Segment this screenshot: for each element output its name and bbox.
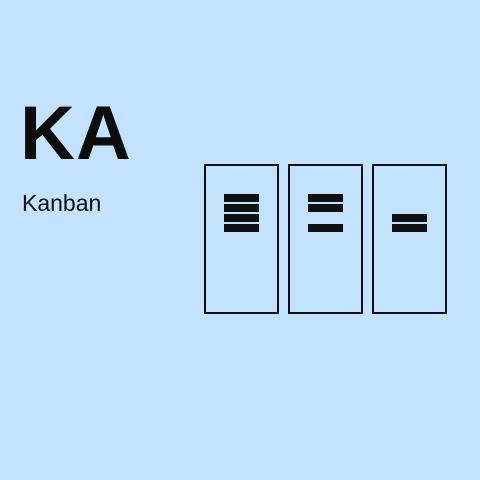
kanban-card (224, 194, 259, 202)
card-stack (290, 194, 361, 312)
kanban-card (392, 214, 427, 222)
kanban-column (372, 164, 447, 314)
kanban-card (308, 224, 343, 232)
kanban-card (308, 204, 343, 212)
kanban-card (392, 224, 427, 232)
kanban-board-icon (204, 164, 448, 316)
kanban-card (224, 224, 259, 232)
element-name: Kanban (22, 190, 102, 216)
kanban-card (224, 204, 259, 212)
kanban-card (224, 214, 259, 222)
kanban-card (308, 194, 343, 202)
kanban-column (204, 164, 279, 314)
card-stack (206, 194, 277, 312)
card-stack (374, 194, 445, 312)
element-abbreviation: KA (20, 91, 132, 176)
kanban-column (288, 164, 363, 314)
